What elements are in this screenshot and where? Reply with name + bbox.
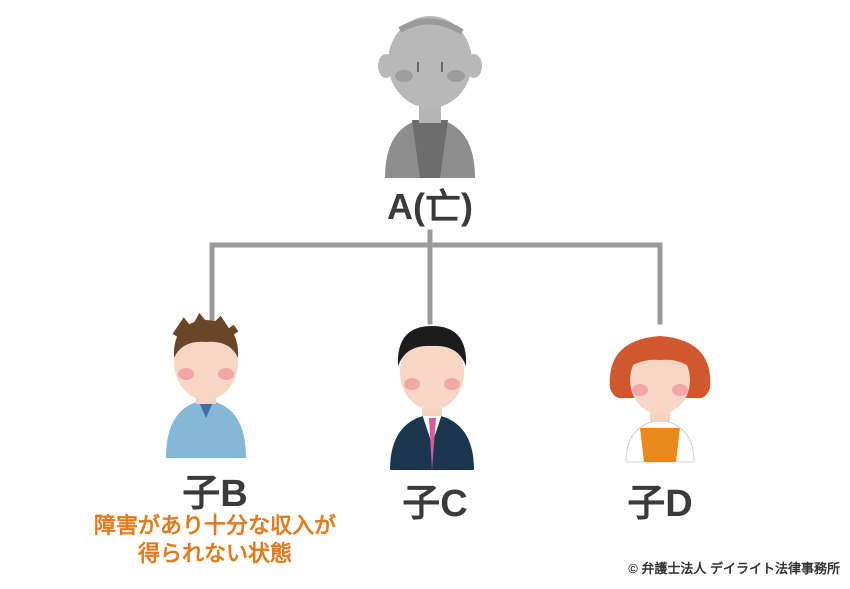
copyright-credit: © 弁護士法人 デイライト法律事務所 bbox=[628, 561, 840, 576]
person-a-label: A(亡) bbox=[387, 186, 473, 227]
child-b-note-line-2: 得られない状態 bbox=[137, 541, 292, 566]
person-a-illustration bbox=[378, 16, 482, 178]
person-d-illustration bbox=[609, 336, 711, 463]
connector-lines bbox=[209, 229, 663, 325]
child-c-label: 子C bbox=[402, 483, 468, 525]
person-c-illustration bbox=[390, 326, 474, 470]
child-b-note-line-1: 障害があり十分な収入が bbox=[93, 513, 336, 538]
child-d-label: 子D bbox=[627, 483, 693, 525]
child-b-label: 子B bbox=[182, 473, 248, 515]
child-b-note: 障害があり十分な収入が 得られない状態 bbox=[40, 512, 390, 568]
person-b-illustration bbox=[166, 313, 246, 458]
